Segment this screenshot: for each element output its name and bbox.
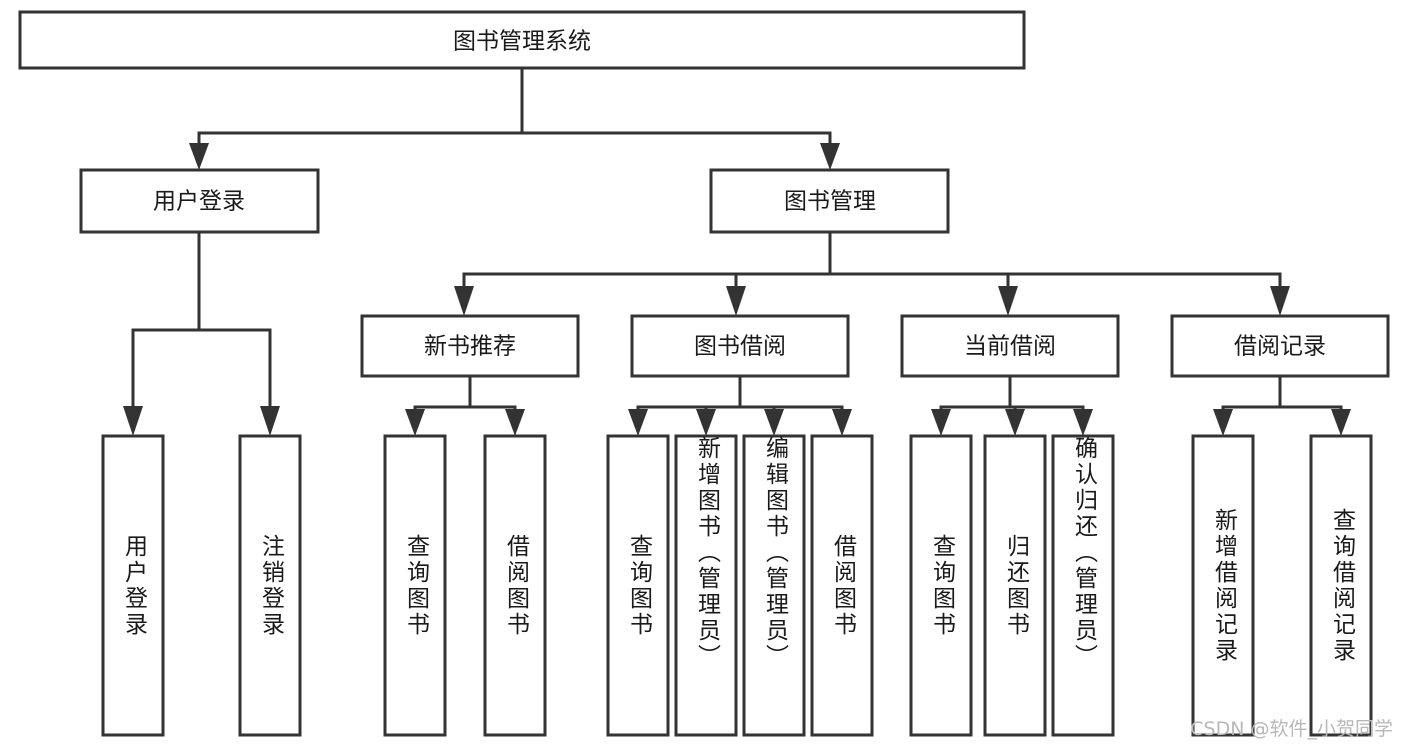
arrow-head-current-borrow	[998, 286, 1018, 316]
node-book-manage-label: 图书管理	[784, 189, 876, 215]
node-book-borrow[interactable]	[630, 314, 850, 378]
node-user-login-label: 用户登录	[153, 189, 245, 215]
arrow-head-new-book-recommend	[454, 286, 474, 316]
node-leaf-user-logout[interactable]	[238, 434, 302, 737]
node-new-book-recommend[interactable]	[360, 314, 580, 378]
node-leaf-query-book-1[interactable]	[383, 434, 447, 737]
node-current-borrow-label: 当前借阅	[964, 334, 1056, 360]
node-leaf-return-book[interactable]	[983, 434, 1047, 737]
node-book-manage[interactable]	[709, 168, 950, 234]
node-leaf-query-book-3[interactable]	[909, 434, 973, 737]
arrow-head-leaf-user-logout	[260, 406, 280, 436]
node-book-borrow-label: 图书借阅	[694, 334, 786, 360]
node-leaf-add-book[interactable]	[674, 434, 738, 737]
node-borrow-record[interactable]	[1170, 314, 1390, 378]
arrow-head-user-login	[189, 143, 209, 170]
node-borrow-record-label: 借阅记录	[1234, 334, 1326, 360]
arrow-head-leaf-query-book-3	[931, 409, 951, 436]
arrow-head-book-manage	[820, 143, 840, 170]
node-root[interactable]	[18, 10, 1026, 70]
node-leaf-add-record[interactable]	[1191, 434, 1255, 737]
node-current-borrow[interactable]	[900, 314, 1120, 378]
node-layer: 图书管理系统 用户登录 图书管理 新书推荐 图书借阅 当前借阅 借阅记录	[18, 10, 1390, 737]
arrow-head-borrow-record	[1270, 286, 1290, 316]
node-root-label: 图书管理系统	[453, 29, 591, 55]
node-leaf-query-book-2[interactable]	[606, 434, 670, 737]
arrow-head-leaf-borrow-book-1	[505, 409, 525, 436]
node-user-login[interactable]	[79, 168, 320, 234]
arrow-head-leaf-query-book-1	[405, 409, 425, 436]
node-leaf-user-login[interactable]	[101, 434, 165, 737]
connector-layer	[123, 66, 1351, 436]
node-leaf-confirm-return[interactable]	[1051, 434, 1115, 737]
arrow-head-book-borrow	[726, 286, 746, 316]
node-leaf-borrow-book-2[interactable]	[810, 434, 874, 737]
arrow-head-leaf-borrow-book-2	[832, 409, 852, 436]
arrow-head-leaf-return-book	[1005, 409, 1025, 436]
arrow-head-leaf-query-book-2	[628, 409, 648, 436]
arrow-head-leaf-add-record	[1213, 409, 1233, 436]
arrow-head-leaf-confirm-return	[1073, 409, 1093, 436]
node-leaf-edit-book[interactable]	[742, 434, 806, 737]
arrow-head-leaf-add-book	[696, 409, 716, 436]
node-leaf-query-record[interactable]	[1309, 434, 1373, 737]
node-new-book-recommend-label: 新书推荐	[424, 334, 516, 360]
arrow-head-leaf-user-login	[123, 406, 143, 436]
node-leaf-borrow-book-1[interactable]	[483, 434, 547, 737]
arrow-head-leaf-edit-book	[764, 409, 784, 436]
arrow-head-leaf-query-record	[1331, 409, 1351, 436]
